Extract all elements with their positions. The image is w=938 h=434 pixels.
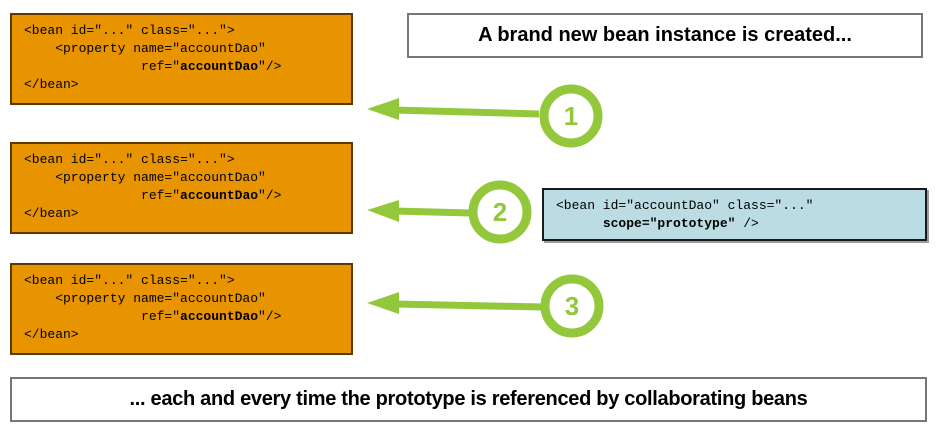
bean-code-3: <bean id="..." class="..."> <property na… [24,272,351,344]
code-line: "/> [258,309,282,324]
bean-code-2: <bean id="..." class="..."> <property na… [24,151,351,223]
step-number-1: 1 [564,101,578,131]
code-line: "/> [258,59,282,74]
prototype-banner: ... each and every time the prototype is… [10,377,927,422]
step-circle-1: 1 [539,84,603,148]
bean-config-box-1: <bean id="..." class="..."> <property na… [10,13,353,105]
step-circle-2: 2 [468,180,532,244]
created-banner-text: A brand new bean instance is created... [478,24,852,46]
arrow-left-icon [367,292,399,314]
code-ref-value: accountDao [180,188,259,203]
step-arrow-3 [367,292,544,314]
step-number-3: 3 [565,291,579,321]
prototype-bean-code: <bean id="accountDao" class="..." scope=… [556,197,925,233]
bean-code-1: <bean id="..." class="..."> <property na… [24,22,351,94]
code-scope-value: scope="prototype" [602,216,736,231]
created-banner: A brand new bean instance is created... [407,13,923,58]
code-line: "/> [258,188,282,203]
code-ref-value: accountDao [180,59,259,74]
code-line [556,216,603,231]
arrow-left-icon [367,200,399,222]
step-circle-3: 3 [540,274,604,338]
code-line: /> [735,216,759,231]
arrow-left-icon [367,98,399,120]
code-line: ref=" [24,59,181,74]
code-line: <property name="accountDao" [24,291,266,306]
code-ref-value: accountDao [180,309,259,324]
step-number-2: 2 [493,197,507,227]
prototype-bean-box: <bean id="accountDao" class="..." scope=… [542,188,927,241]
code-line: <property name="accountDao" [24,170,266,185]
code-line: </bean> [24,77,79,92]
step-arrow-2 [367,200,472,222]
code-line: </bean> [24,327,79,342]
step-arrow-1 [367,98,540,120]
bean-config-box-2: <bean id="..." class="..."> <property na… [10,142,353,234]
code-line: <bean id="accountDao" class="..." [556,198,814,213]
bean-config-box-3: <bean id="..." class="..."> <property na… [10,263,353,355]
code-line: <bean id="..." class="..."> [24,273,235,288]
code-line: <property name="accountDao" [24,41,266,56]
prototype-banner-text: ... each and every time the prototype is… [129,388,808,410]
code-line: </bean> [24,206,79,221]
code-line: <bean id="..." class="..."> [24,23,235,38]
code-line: <bean id="..." class="..."> [24,152,235,167]
code-line: ref=" [24,309,181,324]
code-line: ref=" [24,188,181,203]
